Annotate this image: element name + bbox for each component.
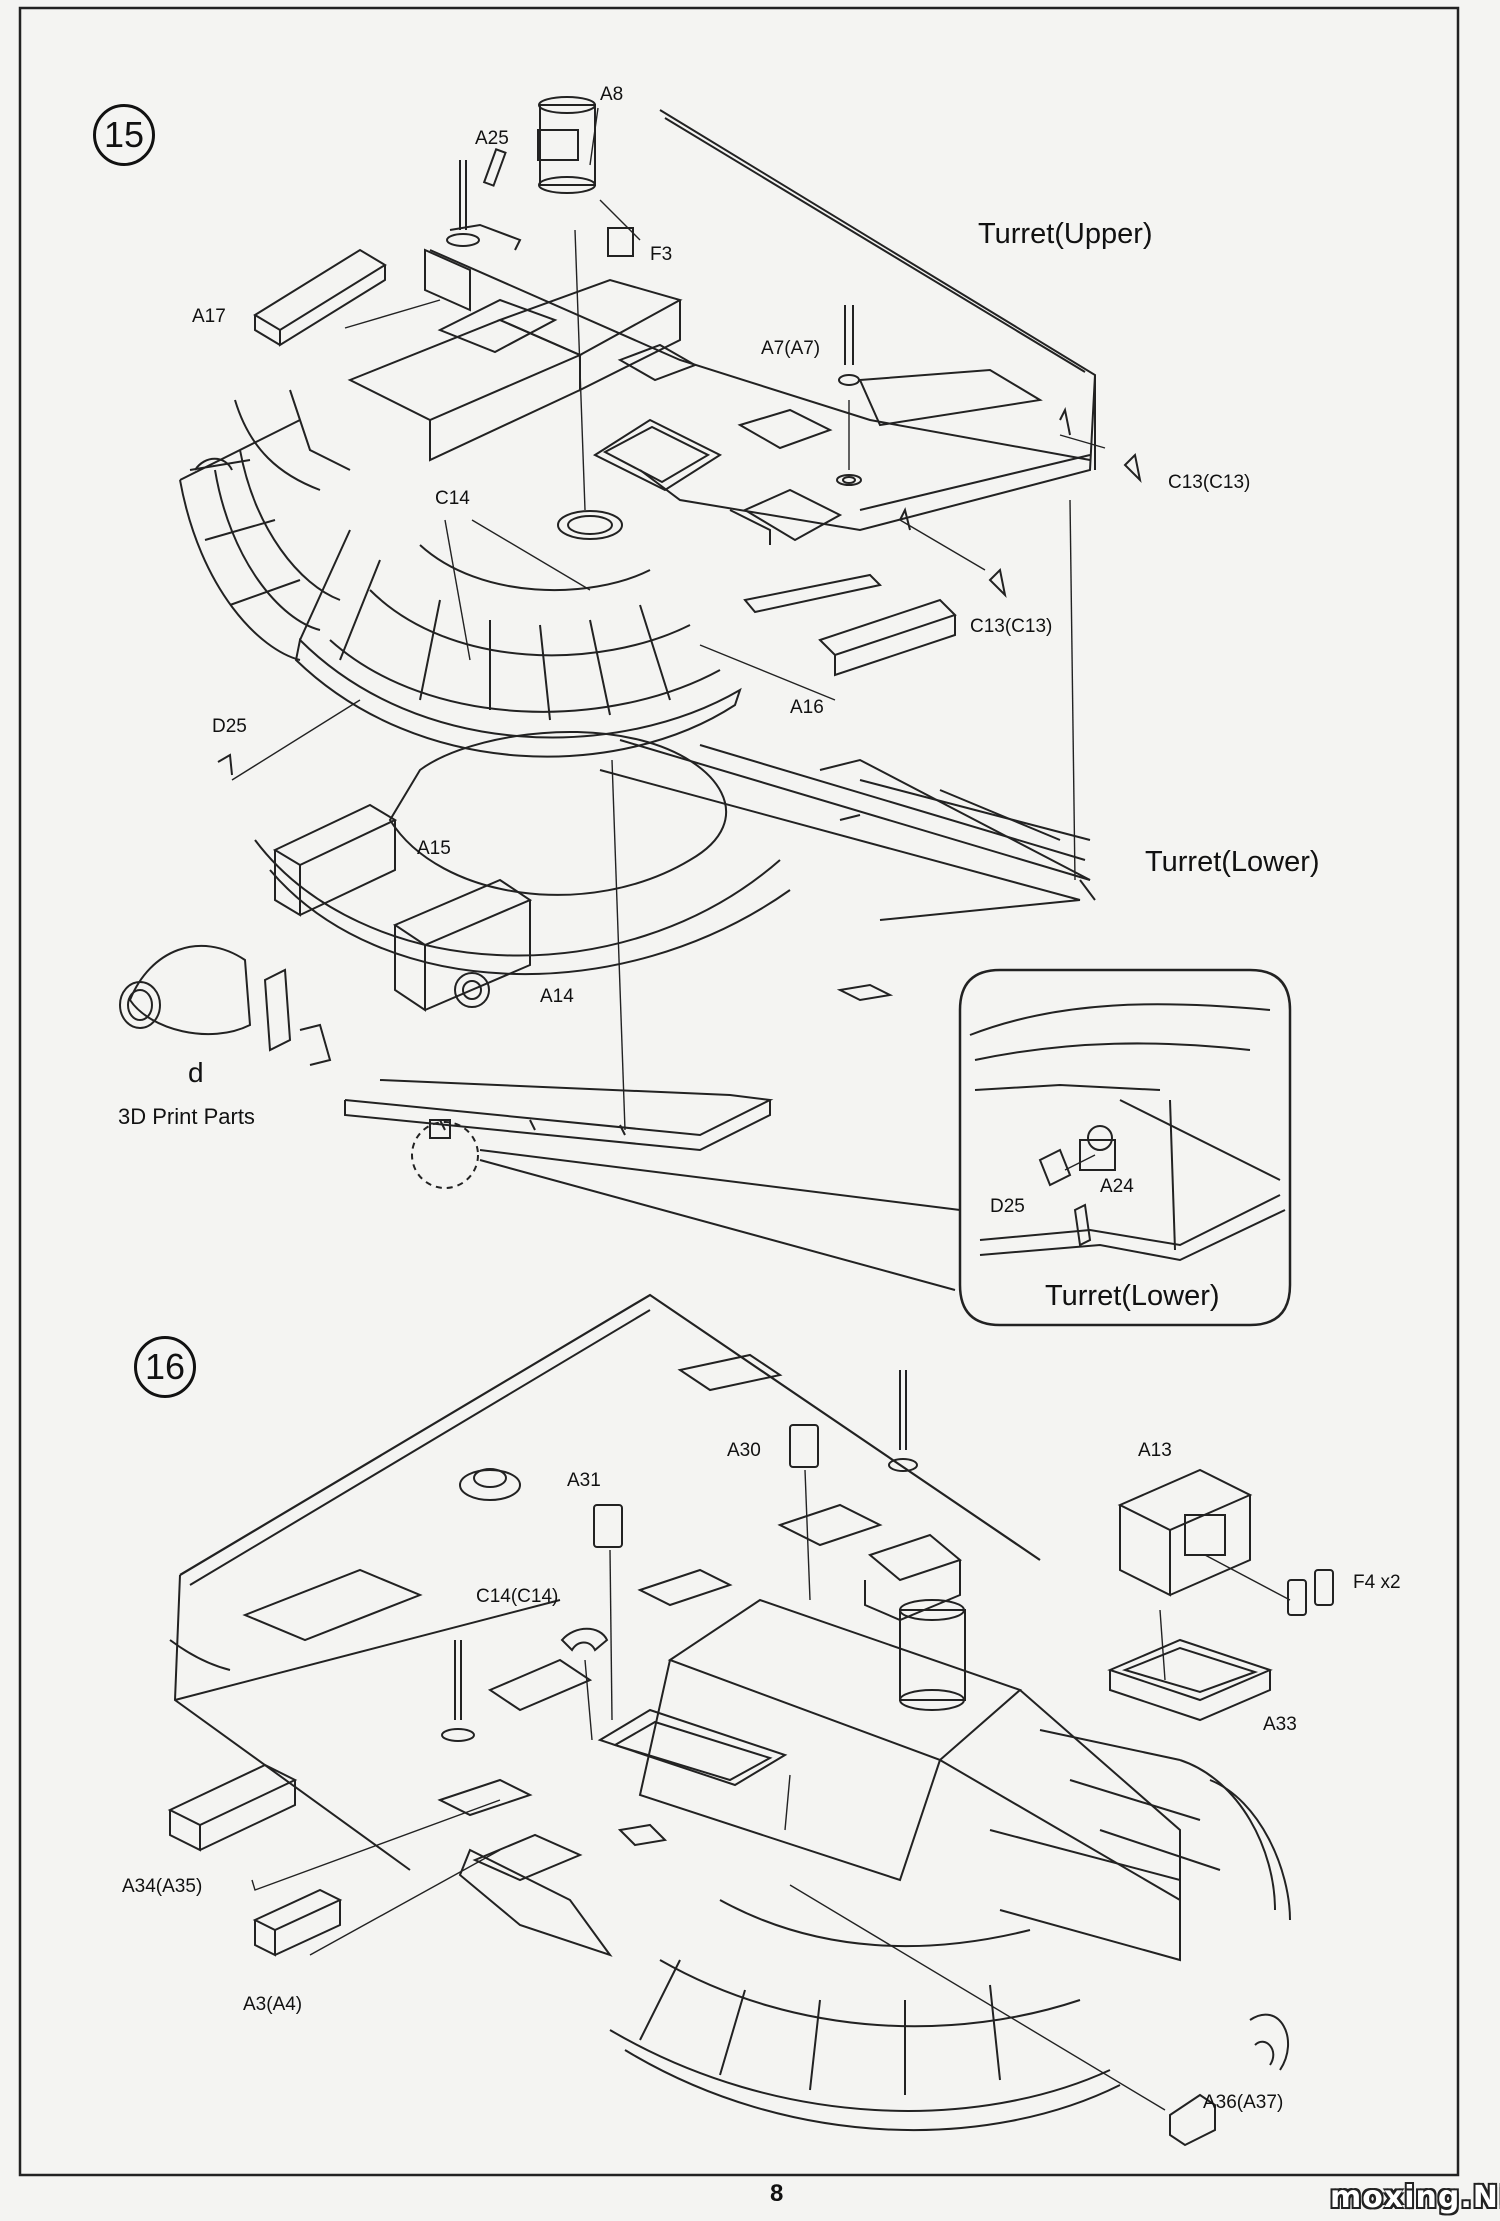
part-label-c14c14: C14(C14)	[476, 1586, 559, 1607]
site-watermark: moxing.NET	[1330, 2180, 1500, 2215]
part-label-a15: A15	[417, 838, 451, 859]
print-parts-letter: d	[188, 1057, 204, 1088]
part-label-c14: C14	[435, 488, 470, 509]
part-label-a7: A7(A7)	[761, 338, 821, 359]
inset-detail-drawing	[958, 968, 1292, 1327]
part-label-a25: A25	[475, 128, 509, 149]
part-label-a17: A17	[192, 306, 226, 327]
part-label-a14: A14	[540, 986, 574, 1007]
part-label-a36: A36(A37)	[1203, 2092, 1284, 2113]
inset-title: Turret(Lower)	[1045, 1280, 1220, 1312]
step15-leader-lines	[231, 107, 1106, 1131]
page-number: 8	[770, 2180, 784, 2207]
part-label-c13-b: C13(C13)	[970, 616, 1053, 637]
part-label-a8: A8	[600, 84, 624, 105]
part-label-f3: F3	[650, 244, 673, 265]
part-label-a34: A34(A35)	[122, 1876, 203, 1897]
turret-lower-title: Turret(Lower)	[1145, 846, 1320, 878]
step-16-badge: 16	[134, 1336, 196, 1398]
print-parts-label: 3D Print Parts	[118, 1104, 255, 1129]
part-label-a13: A13	[1138, 1440, 1172, 1461]
part-label-a30: A30	[727, 1440, 761, 1461]
turret-lower-drawing	[119, 731, 1096, 1291]
part-label-f4: F4 x2	[1353, 1572, 1401, 1593]
inset-label-a24: A24	[1100, 1176, 1134, 1197]
turret-upper-title: Turret(Upper)	[978, 218, 1153, 250]
step16-leader-lines	[251, 1469, 1291, 2111]
part-label-a31: A31	[567, 1470, 601, 1491]
inset-label-d25: D25	[990, 1196, 1025, 1217]
step16-drawing	[167, 1293, 1334, 2147]
part-label-a3: A3(A4)	[243, 1994, 303, 2015]
part-label-a16: A16	[790, 697, 824, 718]
part-label-a33: A33	[1263, 1714, 1297, 1735]
part-label-c13-a: C13(C13)	[1168, 472, 1251, 493]
part-label-d25: D25	[212, 716, 247, 737]
turret-upper-drawing	[179, 96, 1142, 776]
step-15-badge: 15	[93, 104, 155, 166]
